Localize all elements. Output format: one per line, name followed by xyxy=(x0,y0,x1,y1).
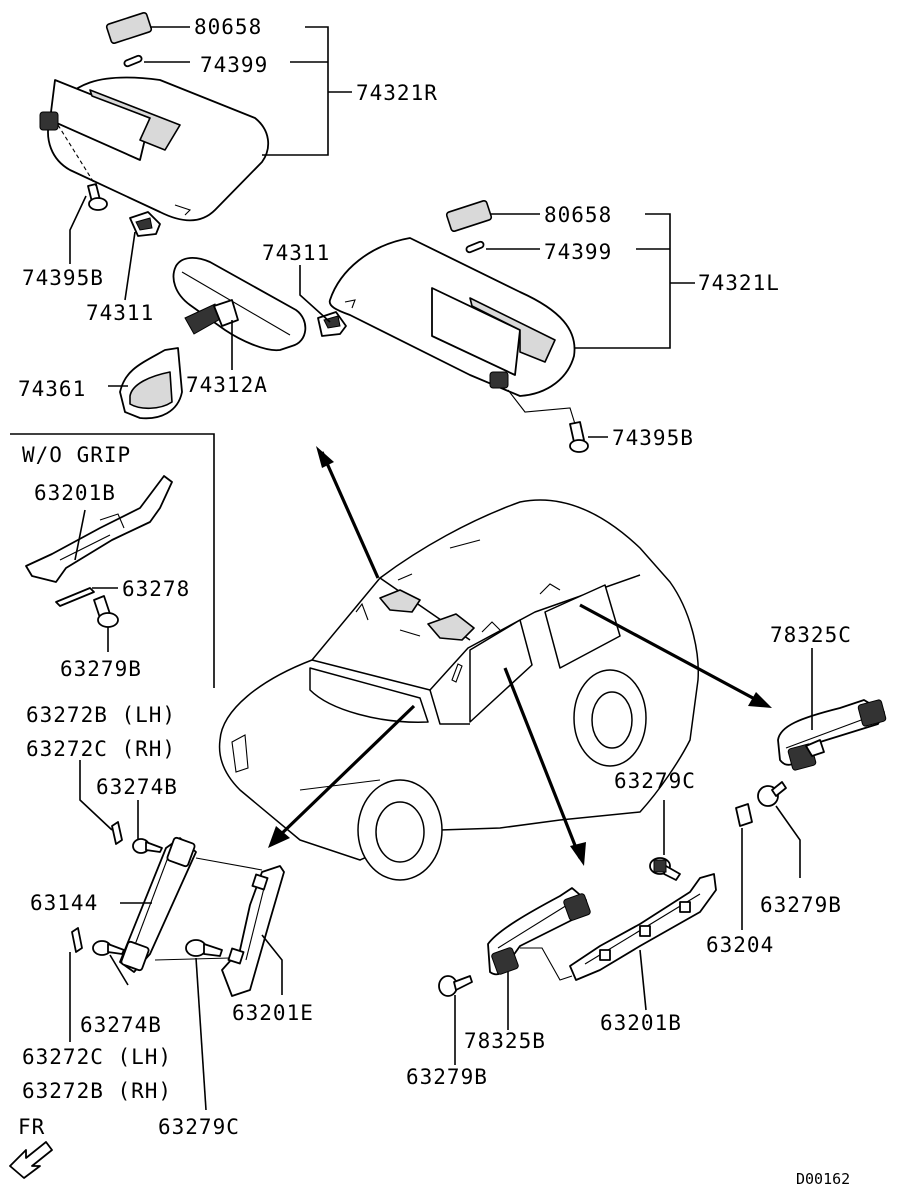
front-cap-upper-part[interactable] xyxy=(111,821,123,845)
label-front-cap-lower-1: 63272C (LH) xyxy=(22,1045,172,1069)
label-visor-r-cover: 80658 xyxy=(194,15,262,39)
label-mirror: 74312A xyxy=(186,373,268,397)
front-screw-lower-part[interactable] xyxy=(92,940,125,956)
label-front-screw-upper: 63274B xyxy=(96,775,178,799)
label-rear-screw: 63279B xyxy=(406,1065,488,1089)
label-third-screw: 63279B xyxy=(760,893,842,917)
sun-visor-right[interactable] xyxy=(39,76,270,222)
bracket-wo-grip-part[interactable] xyxy=(25,475,173,583)
label-front-cap-upper-1: 63272B (LH) xyxy=(26,703,176,727)
visor-l-cover-part[interactable] xyxy=(445,199,493,233)
clip-63278-part[interactable] xyxy=(55,587,95,607)
front-screw-upper-part[interactable] xyxy=(132,838,163,854)
label-front-screw-lower: 63274B xyxy=(80,1013,162,1037)
front-grip-part[interactable] xyxy=(119,836,197,973)
visor-r-screw-part[interactable] xyxy=(87,183,108,211)
label-front-bolt: 63279C xyxy=(158,1115,240,1139)
visor-r-cover-part[interactable] xyxy=(105,11,153,45)
visor-r-holder-part[interactable] xyxy=(129,211,161,237)
front-cap-lower-part[interactable] xyxy=(71,927,83,953)
label-third-clip: 63204 xyxy=(706,933,774,957)
label-visor-l-clip: 74399 xyxy=(544,240,612,264)
label-fr: FR xyxy=(18,1115,45,1139)
label-third-grip: 78325C xyxy=(770,623,852,647)
pointer-arrows xyxy=(268,446,772,866)
label-visor-r-holder: 74311 xyxy=(86,301,154,325)
label-rear-bracket: 63201B xyxy=(600,1011,682,1035)
rear-bolt-part[interactable] xyxy=(649,857,681,881)
visor-l-clip-part[interactable] xyxy=(465,240,485,254)
third-clip-part[interactable] xyxy=(735,803,753,827)
label-visor-l-cover: 80658 xyxy=(544,203,612,227)
wo-grip-frame xyxy=(10,433,215,688)
rear-screw-part[interactable] xyxy=(438,975,473,997)
label-visor-r: 74321R xyxy=(356,81,438,105)
rear-grip-part[interactable] xyxy=(487,887,591,976)
front-direction-arrow xyxy=(9,1141,53,1179)
label-visor-l: 74321L xyxy=(698,271,780,295)
front-bracket-part[interactable] xyxy=(221,865,285,997)
label-mirror-cover: 74361 xyxy=(18,377,86,401)
label-screw-wo-grip: 63279B xyxy=(60,657,142,681)
screw-wo-grip-part[interactable] xyxy=(93,595,119,628)
label-visor-r-clip: 74399 xyxy=(200,53,268,77)
label-visor-l-holder: 74311 xyxy=(262,241,330,265)
label-front-bracket: 63201E xyxy=(232,1001,314,1025)
label-visor-l-screw: 74395B xyxy=(612,426,694,450)
mirror-cover-part[interactable] xyxy=(119,347,183,420)
third-screw-part[interactable] xyxy=(757,781,787,807)
inside-mirror[interactable] xyxy=(172,257,307,352)
label-front-cap-lower-2: 63272B (RH) xyxy=(22,1079,172,1103)
label-rear-bolt: 63279C xyxy=(614,769,696,793)
label-wo-grip: W/O GRIP xyxy=(22,443,131,467)
label-front-cap-upper-2: 63272C (RH) xyxy=(26,737,176,761)
diagram-code: D00162 xyxy=(796,1170,850,1187)
label-front-grip: 63144 xyxy=(30,891,98,915)
label-visor-r-screw: 74395B xyxy=(22,266,104,290)
vehicle-outline xyxy=(218,499,699,881)
label-rear-grip: 78325B xyxy=(464,1029,546,1053)
visor-r-clip-part[interactable] xyxy=(123,54,143,68)
label-clip-63278: 63278 xyxy=(122,577,190,601)
visor-l-screw-part[interactable] xyxy=(569,421,589,453)
sun-visor-left[interactable] xyxy=(328,237,576,397)
third-grip-part[interactable] xyxy=(777,699,887,771)
rear-bracket-part[interactable] xyxy=(569,873,717,981)
front-bolt-part[interactable] xyxy=(185,939,223,957)
label-bracket-wo-grip: 63201B xyxy=(34,481,116,505)
